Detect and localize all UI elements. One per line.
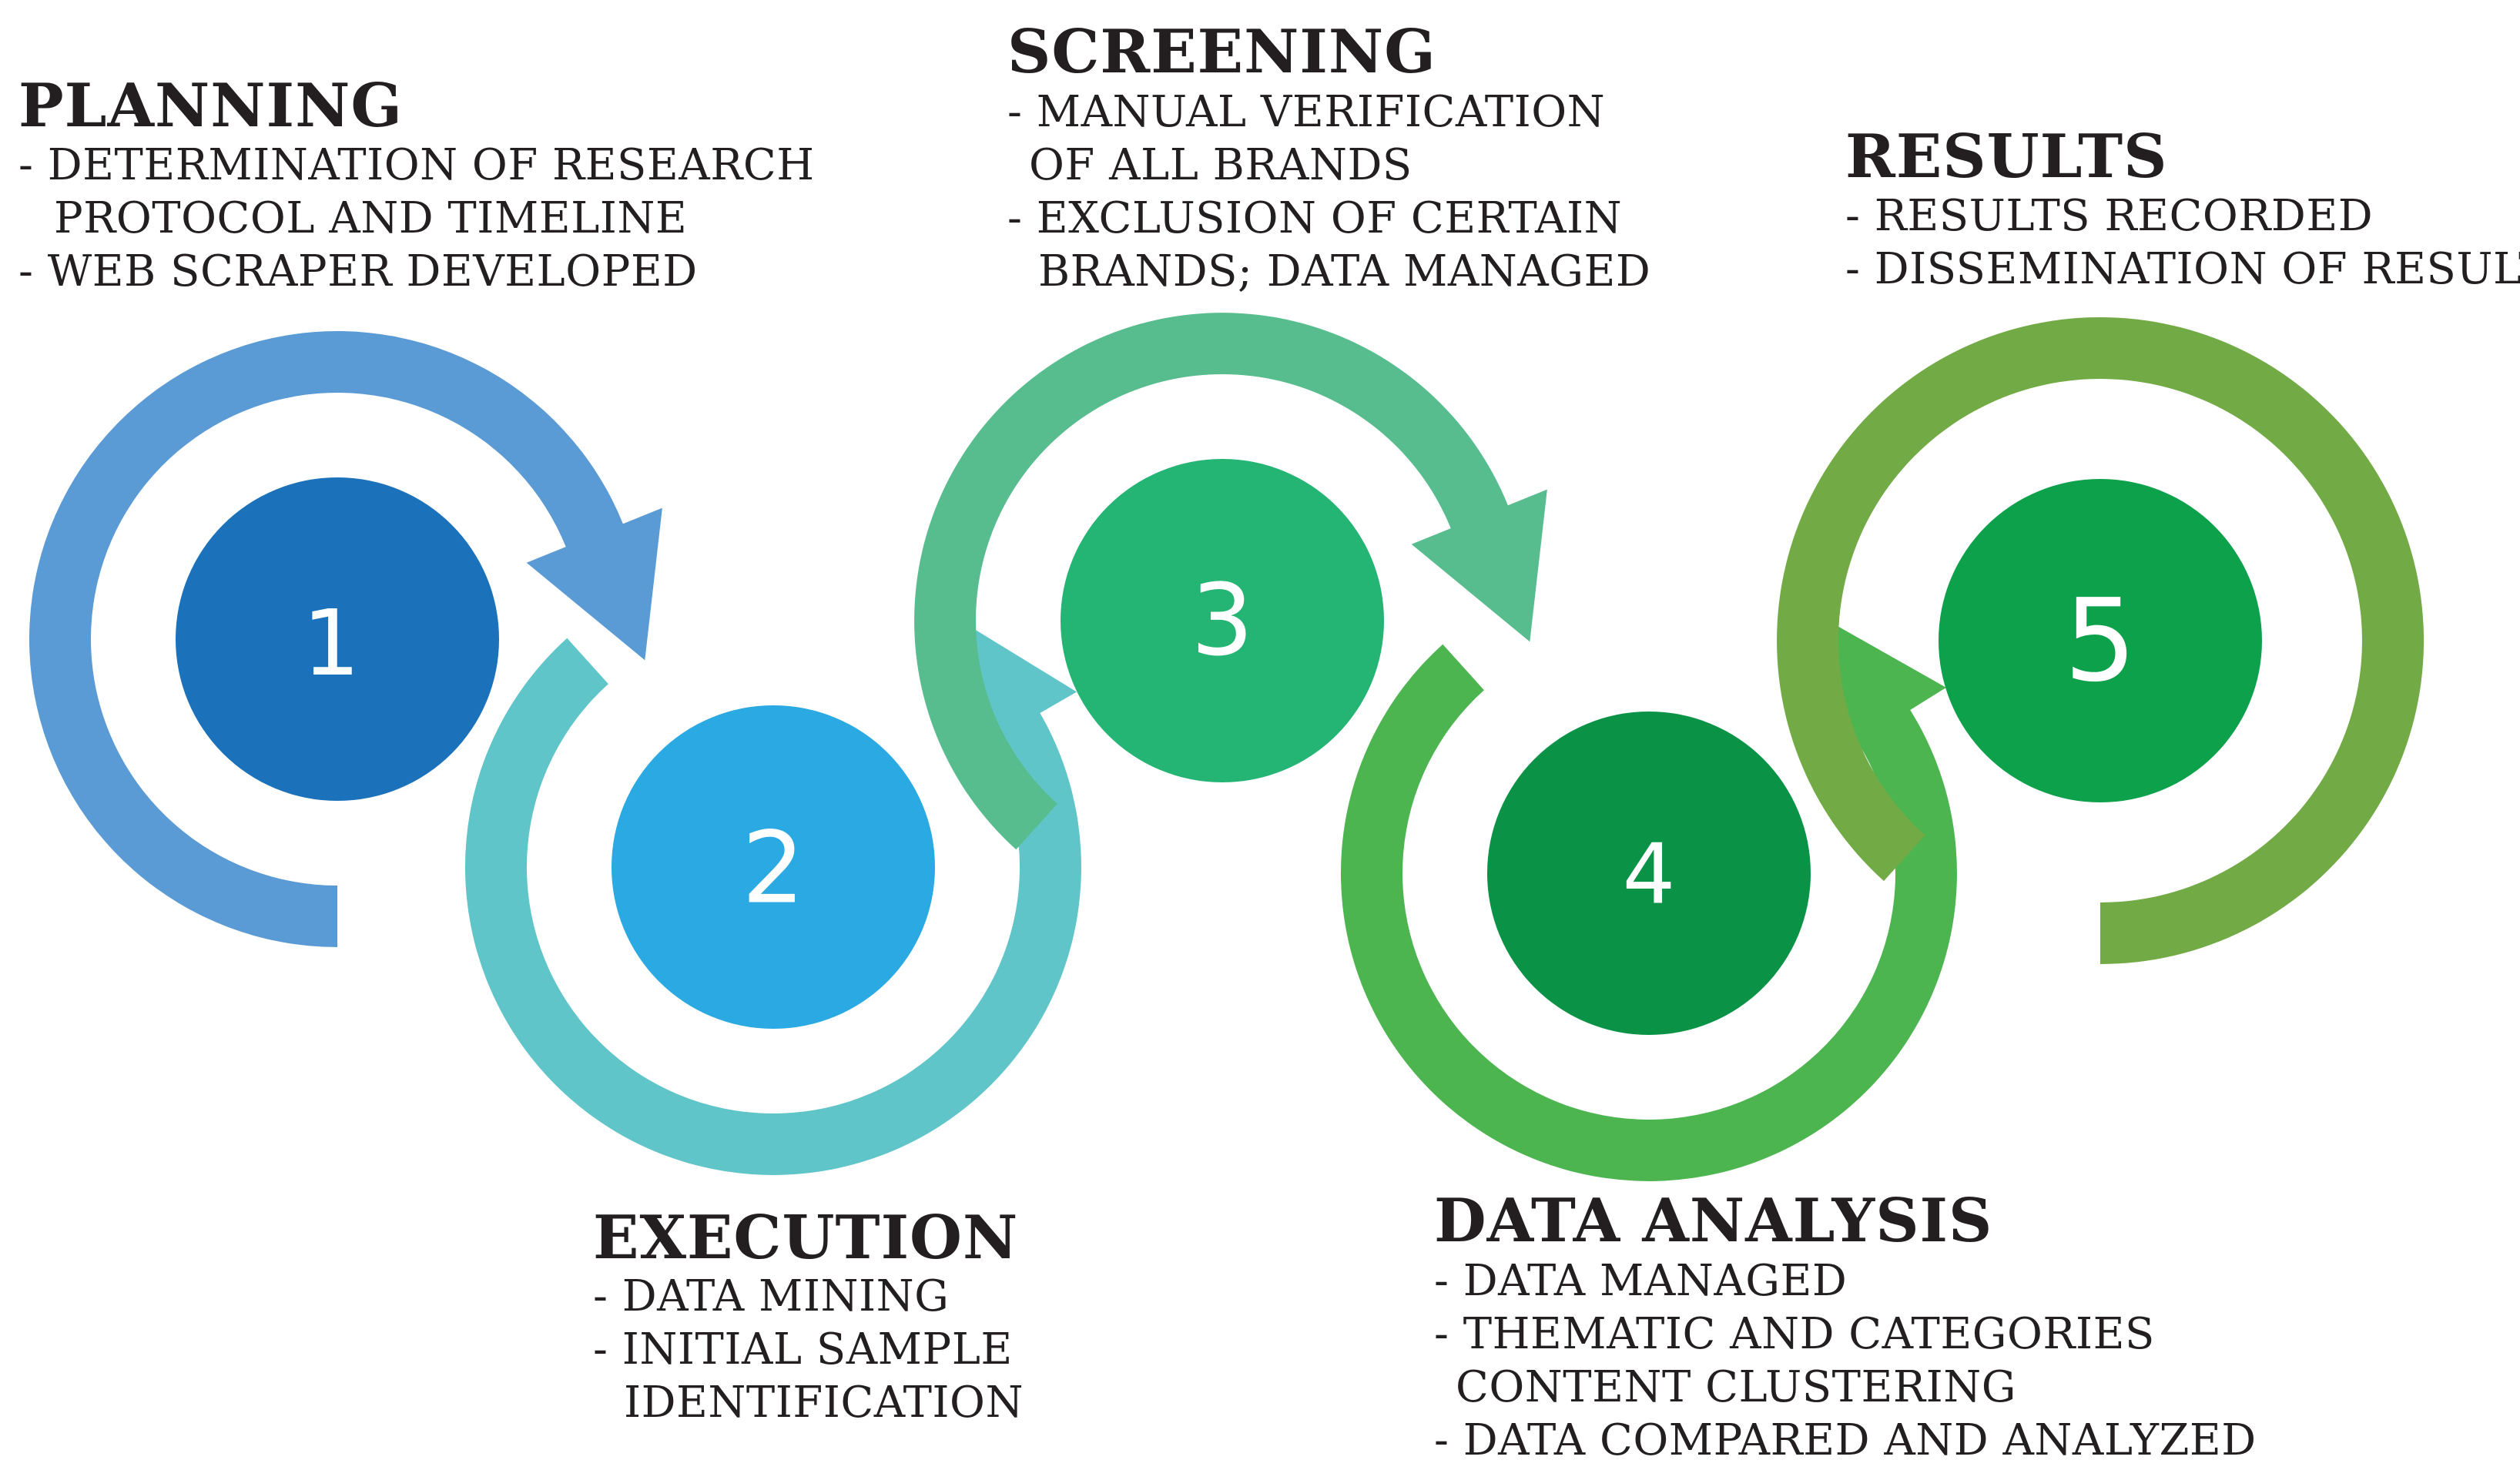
stage-numbers: 1 2 3 4 5: [302, 564, 2136, 926]
stage-4-line-1: - DATA MANAGED: [1434, 1256, 1847, 1306]
stage-2-text: EXECUTION - DATA MINING - INITIAL SAMPLE…: [593, 1203, 1024, 1428]
stage-3-title: SCREENING: [1007, 17, 1436, 87]
stage-3-circle: [1061, 459, 1384, 782]
stage-1-line-2: PROTOCOL AND TIMELINE: [54, 193, 687, 243]
stage-2-ring-arrow: [464, 611, 1081, 1175]
stage-2-title: EXECUTION: [593, 1203, 1018, 1273]
stage-1-circle: [176, 477, 499, 801]
stage-1-number: 1: [302, 590, 360, 696]
stage-1-line-1: - DETERMINATION OF RESEARCH: [18, 140, 815, 190]
stage-3-number: 3: [1191, 564, 1253, 678]
stage-circles: [176, 459, 2262, 1035]
stage-4-number: 4: [1623, 827, 1676, 923]
stage-5-text: RESULTS - RESULTS RECORDED - DISSEMINATI…: [1845, 122, 2520, 294]
stage-2-circle: [612, 705, 935, 1029]
stage-5-title: RESULTS: [1845, 122, 2167, 192]
stage-2-number: 2: [742, 812, 804, 926]
stage-3-ring-arrow: [914, 313, 1547, 850]
stage-5-number: 5: [2064, 574, 2136, 707]
stage-1-text: PLANNING - DETERMINATION OF RESEARCH PRO…: [18, 71, 815, 296]
stage-4-ring-arrow: [1340, 611, 1957, 1181]
stage-3-text: SCREENING - MANUAL VERIFICATION OF ALL B…: [1007, 17, 1650, 296]
stage-2-line-2: - INITIAL SAMPLE: [593, 1324, 1013, 1375]
stage-4-line-2: - THEMATIC AND CATEGORIES: [1434, 1309, 2155, 1359]
stage-1-title: PLANNING: [18, 71, 403, 141]
stage-3-line-3: - EXCLUSION OF CERTAIN: [1007, 193, 1622, 243]
stage-4-line-4: - DATA COMPARED AND ANALYZED: [1434, 1415, 2257, 1465]
stage-4-line-3: CONTENT CLUSTERING: [1456, 1362, 2016, 1412]
cycle-arrows: [29, 313, 2424, 1181]
stage-3-line-4: BRANDS; DATA MANAGED: [1038, 246, 1650, 296]
stage-5-line-2: - DISSEMINATION OF RESULTS: [1845, 244, 2520, 294]
stage-2-line-1: - DATA MINING: [593, 1271, 949, 1321]
stage-1-line-3: - WEB SCRAPER DEVELOPED: [18, 246, 698, 296]
stage-4-text: DATA ANALYSIS - DATA MANAGED - THEMATIC …: [1434, 1186, 2257, 1465]
stage-2-line-3: IDENTIFICATION: [624, 1378, 1024, 1428]
stage-5-circle: [1939, 479, 2262, 802]
stage-3-line-1: - MANUAL VERIFICATION: [1007, 87, 1605, 137]
stage-4-title: DATA ANALYSIS: [1434, 1186, 1992, 1256]
stage-3-line-2: OF ALL BRANDS: [1029, 140, 1412, 190]
stage-4-circle: [1487, 712, 1811, 1035]
stage-5-line-1: - RESULTS RECORDED: [1845, 191, 2373, 241]
